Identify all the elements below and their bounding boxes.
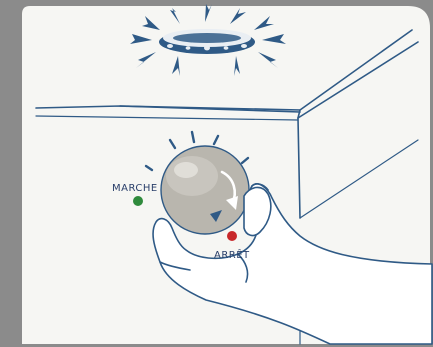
on-indicator-dot xyxy=(133,196,143,206)
label-off: ARRÊT xyxy=(214,248,250,261)
label-on: MARCHE xyxy=(112,183,158,194)
off-indicator-dot xyxy=(227,231,237,241)
